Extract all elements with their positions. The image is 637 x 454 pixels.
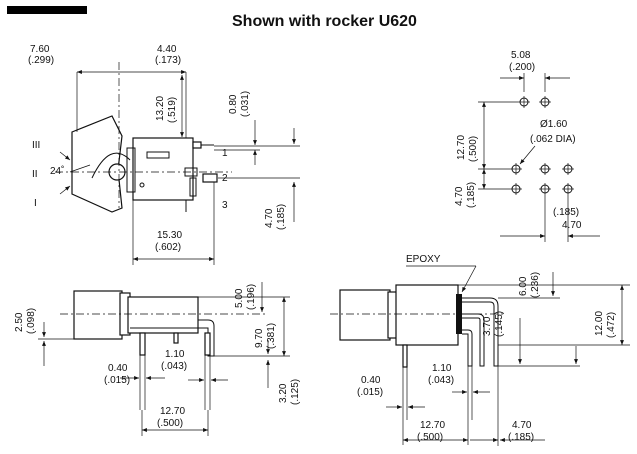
position-ii: II bbox=[32, 169, 38, 180]
dim-0-80-in: (.031) bbox=[240, 91, 251, 117]
position-i: I bbox=[34, 198, 37, 209]
dim-9-70-in: (.381) bbox=[266, 323, 277, 349]
rocker-shape bbox=[71, 115, 123, 213]
dim-1-10-right-in: (.043) bbox=[428, 375, 454, 386]
dim-3-70-in: (.145) bbox=[494, 311, 505, 337]
dim-12-70-pcb-in: (.500) bbox=[468, 136, 479, 162]
dim-4-70b-pcb: 4.70 bbox=[562, 220, 582, 231]
pin-label-2: 2 bbox=[222, 173, 228, 184]
angle-24: 24˚ bbox=[50, 165, 64, 177]
dim-1-10-right: 1.10 bbox=[432, 363, 452, 374]
dim-1-10-left: 1.10 bbox=[165, 349, 185, 360]
dim-0-40-right-in: (.015) bbox=[357, 387, 383, 398]
dim-15-30: 15.30 bbox=[157, 230, 182, 241]
dim-0-80: 0.80 bbox=[228, 94, 239, 114]
dim-0-40-left-in: (.015) bbox=[104, 375, 130, 386]
switch-body-front bbox=[127, 296, 199, 334]
dim-3-20-in: (.125) bbox=[290, 379, 301, 405]
pin-label-1: 1 bbox=[222, 148, 228, 159]
dim-9-70: 9.70 bbox=[254, 328, 265, 348]
pcb-layout: 5.08 (.200) 12.70 (.500) 4.70 (.185) Ø1.… bbox=[454, 50, 600, 242]
dim-5-08: 5.08 bbox=[511, 50, 531, 61]
pcb-holes bbox=[510, 96, 574, 195]
dim-3-70: 3.70 bbox=[482, 316, 493, 336]
dim-3-20: 3.20 bbox=[278, 383, 289, 403]
dim-4-70-side-in: (.185) bbox=[276, 204, 287, 230]
drawing-title: Shown with rocker U620 bbox=[232, 13, 417, 30]
dim-0-40-left: 0.40 bbox=[108, 363, 128, 374]
dim-4-70-right-in: (.185) bbox=[508, 432, 534, 443]
hole-diameter-in: (.062 DIA) bbox=[530, 134, 576, 145]
dim-5-08-in: (.200) bbox=[509, 62, 535, 73]
dim-12-70-right: 12.70 bbox=[420, 420, 445, 431]
pin-label-3: 3 bbox=[222, 200, 228, 211]
switch-body bbox=[132, 137, 194, 201]
dim-13-20: 13.20 bbox=[155, 96, 166, 121]
front-view-right: EPOXY 6.00 (.236) 3.70 (.145) 12.00 (.47… bbox=[330, 254, 630, 446]
dim-7-60: 7.60 bbox=[30, 44, 50, 55]
side-view: 7.60 (.299) 4.40 (.173) 13.20 (.519) 0.8… bbox=[28, 44, 300, 265]
dim-185-pcb-in: (.185) bbox=[553, 207, 579, 218]
dim-15-30-in: (.602) bbox=[155, 242, 181, 253]
dim-4-70-pcb-in: (.185) bbox=[466, 182, 477, 208]
dim-4-70-pcb: 4.70 bbox=[454, 186, 465, 206]
dim-0-40-right: 0.40 bbox=[361, 375, 381, 386]
dim-7-60-in: (.299) bbox=[28, 55, 54, 66]
dim-1-10-left-in: (.043) bbox=[161, 361, 187, 372]
dim-2-50: 2.50 bbox=[14, 312, 25, 332]
rocker-front bbox=[73, 290, 123, 340]
dim-4-70-side: 4.70 bbox=[264, 208, 275, 228]
rocker-front-right bbox=[339, 289, 391, 341]
switch-body-right bbox=[395, 284, 459, 346]
dim-12-00: 12.00 bbox=[594, 311, 605, 336]
position-iii: III bbox=[32, 140, 40, 151]
dim-13-20-in: (.519) bbox=[167, 97, 178, 123]
header-bar bbox=[7, 6, 87, 14]
dim-4-40-in: (.173) bbox=[155, 55, 181, 66]
epoxy-label: EPOXY bbox=[406, 254, 441, 265]
front-view-left: 2.50 (.098) 5.00 (.196) 9.70 (.381) 0.40… bbox=[14, 282, 301, 436]
dim-12-70-pcb: 12.70 bbox=[456, 135, 467, 160]
dim-12-00-in: (.472) bbox=[606, 312, 617, 338]
dim-4-70-right: 4.70 bbox=[512, 420, 532, 431]
dim-4-40: 4.40 bbox=[157, 44, 177, 55]
dim-12-70-left: 12.70 bbox=[160, 406, 185, 417]
hole-diameter: Ø1.60 bbox=[540, 119, 568, 130]
dim-6-00: 6.00 bbox=[518, 276, 529, 296]
dim-12-70-right-in: (.500) bbox=[417, 432, 443, 443]
dim-12-70-left-in: (.500) bbox=[157, 418, 183, 429]
dim-5-00: 5.00 bbox=[234, 288, 245, 308]
dim-2-50-in: (.098) bbox=[26, 308, 37, 334]
